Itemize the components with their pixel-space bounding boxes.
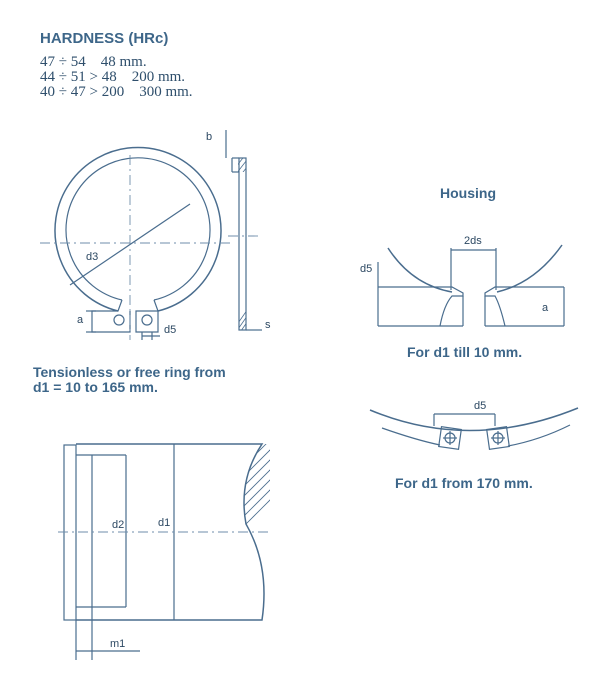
label-m1: m1: [110, 638, 125, 650]
housing-inner-left: [378, 286, 464, 327]
hardness-row-2: 44 ÷ 51 > 48 200 mm.: [40, 69, 186, 85]
label-d5-lower: d5: [474, 400, 486, 412]
label-a-housing: a: [542, 302, 549, 314]
ring-ends-detail: d5: [369, 400, 579, 450]
lug-hole-left: [113, 314, 125, 326]
caption-tensionless-2: d1 = 10 to 165 mm.: [33, 379, 158, 395]
shaft-body-outline: [76, 443, 265, 621]
ring-lug-left: [91, 299, 131, 333]
ring-outer-edge: [54, 146, 222, 312]
housing-outer-arc-left: [387, 247, 453, 293]
label-2ds: 2ds: [464, 235, 482, 247]
label-b: b: [206, 131, 212, 143]
ring-inner-edge: [65, 157, 211, 301]
caption-tensionless-1: Tensionless or free ring from: [33, 364, 226, 380]
hardness-row-3: 40 ÷ 47 > 200 300 mm.: [40, 84, 193, 100]
ends-inner-arc-right: [507, 424, 571, 447]
label-d5-housing: d5: [360, 263, 372, 275]
label-d5-ring: d5: [164, 324, 176, 336]
caption-till-10: For d1 till 10 mm.: [407, 344, 523, 360]
ends-inner-arc-left: [381, 427, 441, 446]
housing-detail: 2ds d5 a: [360, 235, 565, 327]
lug-hole-right: [141, 314, 153, 326]
housing-inner-right: [484, 286, 564, 327]
shaft-ring-plate: [63, 444, 77, 621]
ring-front-view: d3 a d5: [40, 146, 230, 340]
label-d3: d3: [86, 251, 98, 263]
end-lug-right: [486, 426, 510, 450]
housing-title: Housing: [440, 185, 496, 201]
caption-from-170: For d1 from 170 mm.: [395, 475, 533, 491]
ring-side-view: b s: [206, 130, 271, 331]
hardness-title: HARDNESS (HRc): [40, 30, 169, 47]
housing-outer-arc-right: [496, 244, 563, 293]
d3-diameter-line: [69, 203, 191, 286]
label-s: s: [265, 319, 271, 331]
shaft-assembly: d2 d1 m1: [58, 443, 272, 660]
label-d2: d2: [112, 519, 124, 531]
label-a-ring: a: [77, 314, 84, 326]
ring-lug-right: [135, 299, 159, 333]
hardness-row-1: 47 ÷ 54 48 mm.: [40, 54, 147, 70]
ends-outer-arc: [369, 407, 579, 432]
label-d1: d1: [158, 517, 170, 529]
end-lug-left: [438, 426, 462, 450]
ring-side-body: [238, 157, 247, 331]
